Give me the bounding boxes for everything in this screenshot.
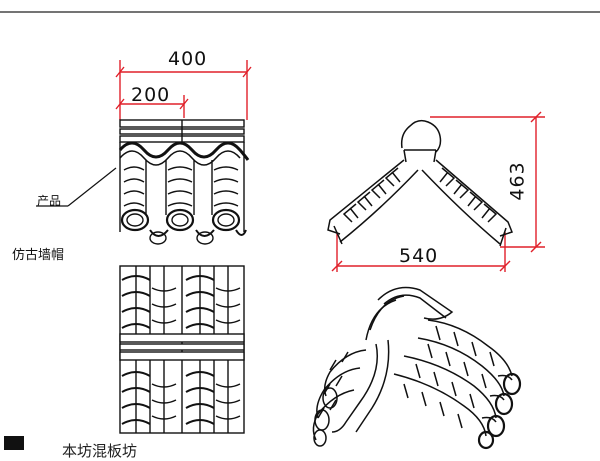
product-label: 产品 — [37, 194, 62, 208]
dimension-463 — [430, 111, 545, 253]
dimension-463-label: 463 — [506, 161, 529, 201]
drawing-canvas — [0, 11, 600, 450]
isometric-view — [312, 286, 522, 450]
side-profile — [327, 119, 513, 247]
product-leader-line — [67, 167, 117, 207]
front-view — [36, 60, 252, 245]
drawing-sheet: 400 200 540 463 产品 仿古墙帽 本坊混板坊 — [0, 11, 600, 460]
dimension-540 — [331, 232, 511, 272]
dimension-400 — [115, 60, 252, 120]
side-view — [327, 111, 545, 272]
dimension-200-label: 200 — [131, 84, 171, 106]
dimension-400-label: 400 — [168, 48, 208, 70]
front-cap-body — [118, 119, 250, 245]
item-name-label: 仿古墙帽 — [12, 248, 65, 263]
top-view — [119, 265, 245, 434]
footer-caption: 本坊混板坊 — [62, 442, 138, 460]
footer-bullet — [4, 436, 24, 450]
dimension-200 — [115, 95, 189, 118]
dimension-540-label: 540 — [399, 245, 439, 267]
